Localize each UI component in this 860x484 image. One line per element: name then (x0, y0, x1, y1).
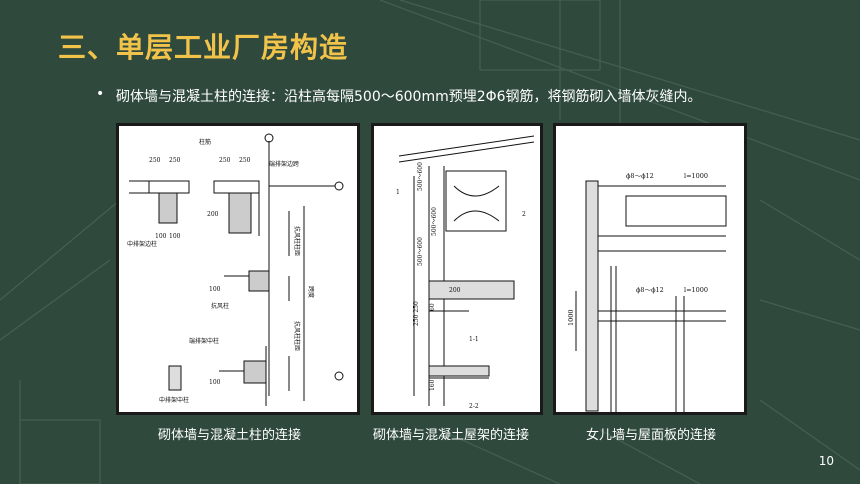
figure-parapet-roofslab-connection: ϕ8～ϕ12 l=1000 ϕ8～ϕ12 l=1000 1000 (553, 123, 747, 415)
section-2-2: 2-2 (469, 403, 479, 410)
dim-160: 160 (429, 379, 436, 391)
dim-100-a: 100 (155, 233, 167, 240)
mark-1: 1 (396, 189, 400, 196)
mark-2: 2 (522, 211, 526, 218)
dim-200: 200 (449, 287, 461, 294)
dim-250-a: 250 (149, 157, 161, 164)
caption-figure-1: 砌体墙与混凝土柱的连接 (158, 428, 302, 443)
drawing-brick-truss: 500～600 500～600 500～600 250 250 200 60 1… (396, 135, 535, 410)
caption-figure-3: 女儿墙与屋面板的连接 (586, 428, 717, 443)
caption-figure-2: 砌体墙与混凝土屋架的连接 (373, 428, 530, 443)
dim-250-d: 250 (239, 157, 251, 164)
label-rebar-1: ϕ8～ϕ12 (626, 172, 654, 180)
bullet-icon: • (96, 86, 105, 102)
section-1-1: 1-1 (469, 336, 479, 343)
label-span: 跨度 (307, 286, 315, 298)
drawing-brick-column: 柱筋 250 250 250 250 200 100 100 100 100 端… (127, 133, 344, 406)
label-rebar-2: ϕ8～ϕ12 (636, 286, 664, 294)
label-mid-frame-col: 中排架边柱 (127, 240, 157, 248)
drawing-parapet: ϕ8～ϕ12 l=1000 ϕ8～ϕ12 l=1000 1000 (567, 172, 727, 412)
label-length-1: l=1000 (684, 172, 708, 180)
dim-500-600-b: 500～600 (431, 207, 438, 236)
label-mid-mid-column: 中排架中柱 (159, 396, 189, 404)
label-truss-edge: 端排架边跨 (269, 160, 299, 168)
bullet-text: 砌体墙与混凝土柱的连接：沿柱高每隔500～600mm预埋2Φ6钢筋，将钢筋砌入墙… (116, 89, 702, 105)
label-column-rebar: 柱筋 (199, 138, 211, 146)
dim-1000: 1000 (567, 309, 575, 326)
label-length-2: l=1000 (684, 286, 708, 294)
label-wind-spacing: 抗风柱柱距 (293, 226, 301, 256)
figure-brick-column-connection: 柱筋 250 250 250 250 200 100 100 100 100 端… (116, 123, 360, 415)
label-edge-mid-column: 端排架中柱 (189, 337, 219, 345)
dim-100-d: 100 (209, 379, 221, 386)
dim-100-c: 100 (209, 286, 221, 293)
page-number: 10 (818, 454, 834, 468)
dim-250-c: 250 (219, 157, 231, 164)
dim-500-600-a: 500～600 (417, 162, 424, 191)
dim-100-b: 100 (169, 233, 181, 240)
slide-title: 三、单层工业厂房构造 (58, 31, 349, 64)
label-wind-spacing-2: 抗风柱柱距 (293, 321, 301, 351)
figure-brick-truss-connection: 500～600 500～600 500～600 250 250 200 60 1… (371, 123, 543, 415)
dim-500-600-c: 500～600 (417, 237, 424, 266)
dim-60: 60 (429, 303, 436, 311)
dim-250-250: 250 250 (413, 301, 420, 326)
label-wind-column: 抗风柱 (211, 302, 229, 310)
dim-250-b: 250 (169, 157, 181, 164)
dim-200: 200 (207, 211, 219, 218)
